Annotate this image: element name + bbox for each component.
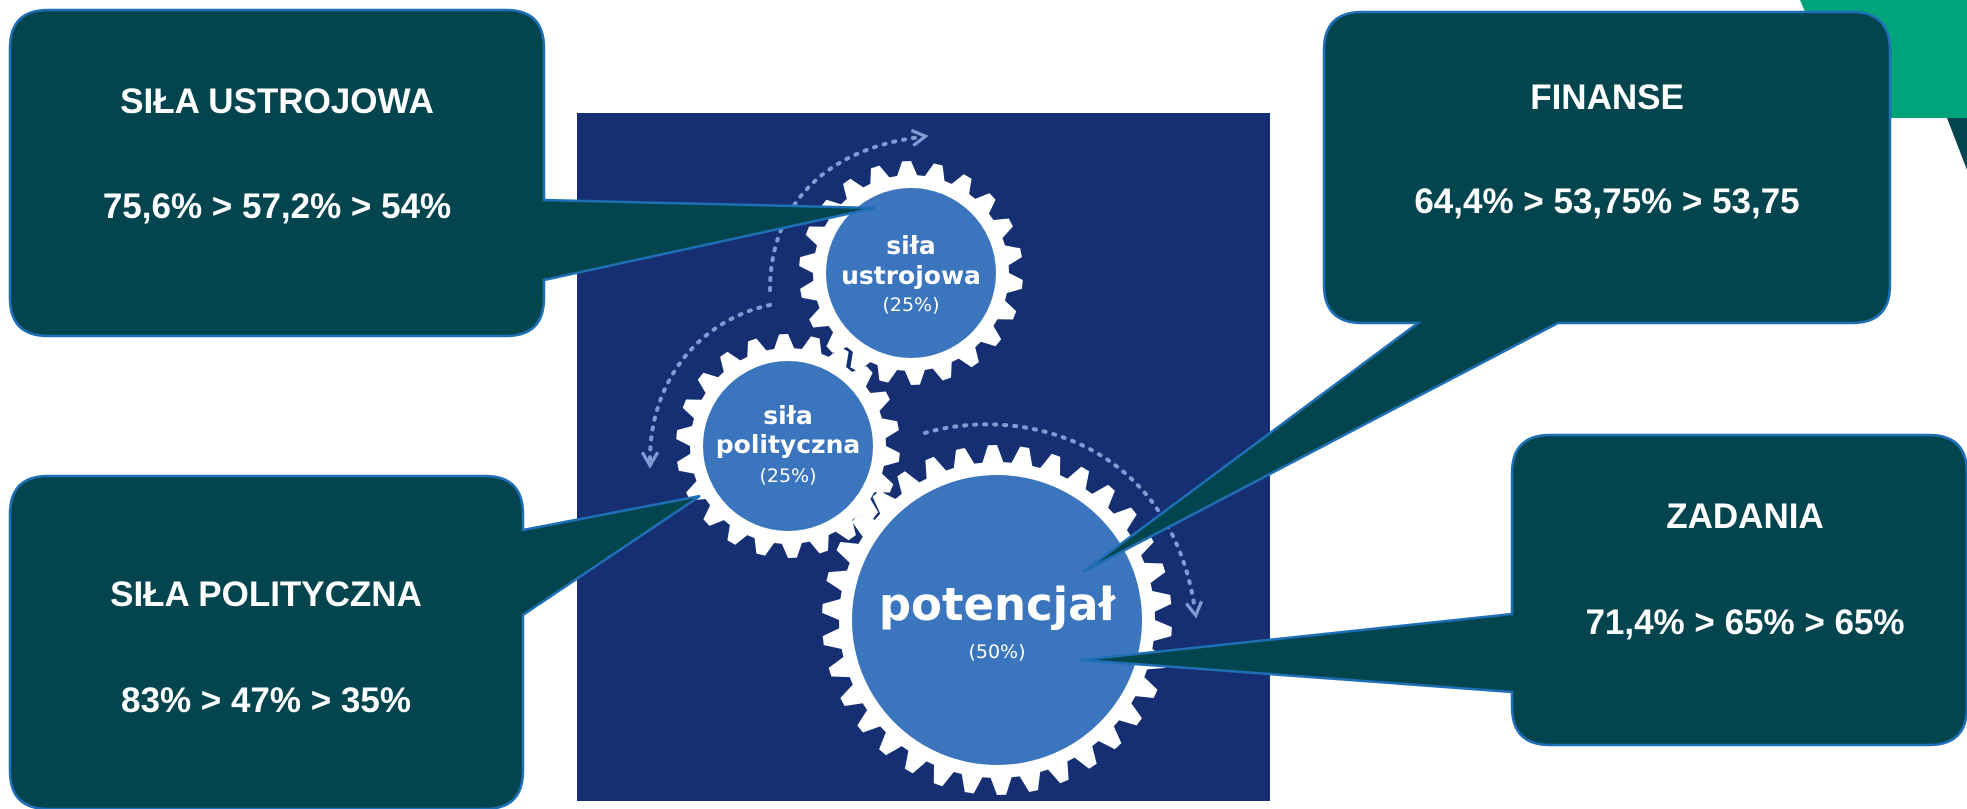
callout-finanse-shape	[1082, 10, 1892, 574]
gear-sila-polityczna-percent: (25%)	[759, 465, 816, 487]
arrow-right	[923, 422, 1204, 619]
callout-sila-ustrojowa: SIŁA USTROJOWA 75,6% > 57,2% > 54%	[8, 8, 876, 338]
gear-sila-ustrojowa-line1: siła	[886, 231, 936, 260]
callout-zadania-values: 71,4% > 65% > 65%	[1585, 603, 1904, 642]
gear-sila-ustrojowa-disc	[826, 188, 996, 358]
gear-sila-ustrojowa-percent: (25%)	[882, 294, 939, 316]
corner-accent-edge	[1947, 118, 1967, 170]
callout-sila-polityczna-title: SIŁA POLITYCZNA	[110, 575, 422, 614]
callout-zadania-shape	[1079, 433, 1967, 747]
callout-sila-polityczna-values: 83% > 47% > 35%	[121, 681, 411, 720]
gear-potencjal-percent: (50%)	[968, 641, 1025, 663]
callout-zadania: ZADANIA 71,4% > 65% > 65%	[1079, 433, 1967, 747]
callout-finanse-values: 64,4% > 53,75% > 53,75	[1414, 182, 1799, 221]
gear-sila-polityczna: siła polityczna (25%)	[676, 334, 900, 558]
callout-sila-ustrojowa-values: 75,6% > 57,2% > 54%	[103, 187, 451, 226]
arrow-left	[640, 303, 772, 469]
callout-finanse-title: FINANSE	[1530, 78, 1684, 117]
gear-potencjal-disc	[852, 475, 1142, 765]
arrow-top	[768, 128, 929, 292]
gear-sila-polityczna-line2: polityczna	[716, 430, 861, 459]
callout-finanse: FINANSE 64,4% > 53,75% > 53,75	[1082, 10, 1892, 574]
gear-sila-polityczna-line1: siła	[763, 401, 813, 430]
callout-sila-ustrojowa-title: SIŁA USTROJOWA	[120, 82, 434, 121]
gear-potencjal: potencjał (50%)	[822, 445, 1172, 795]
gear-potencjal-label: potencjał	[879, 578, 1117, 631]
callout-sila-ustrojowa-shape	[8, 8, 876, 338]
callout-zadania-title: ZADANIA	[1666, 497, 1823, 536]
gear-sila-polityczna-disc	[703, 361, 873, 531]
gear-sila-ustrojowa: siła ustrojowa (25%)	[799, 161, 1023, 385]
gear-sila-ustrojowa-line2: ustrojowa	[841, 261, 981, 290]
